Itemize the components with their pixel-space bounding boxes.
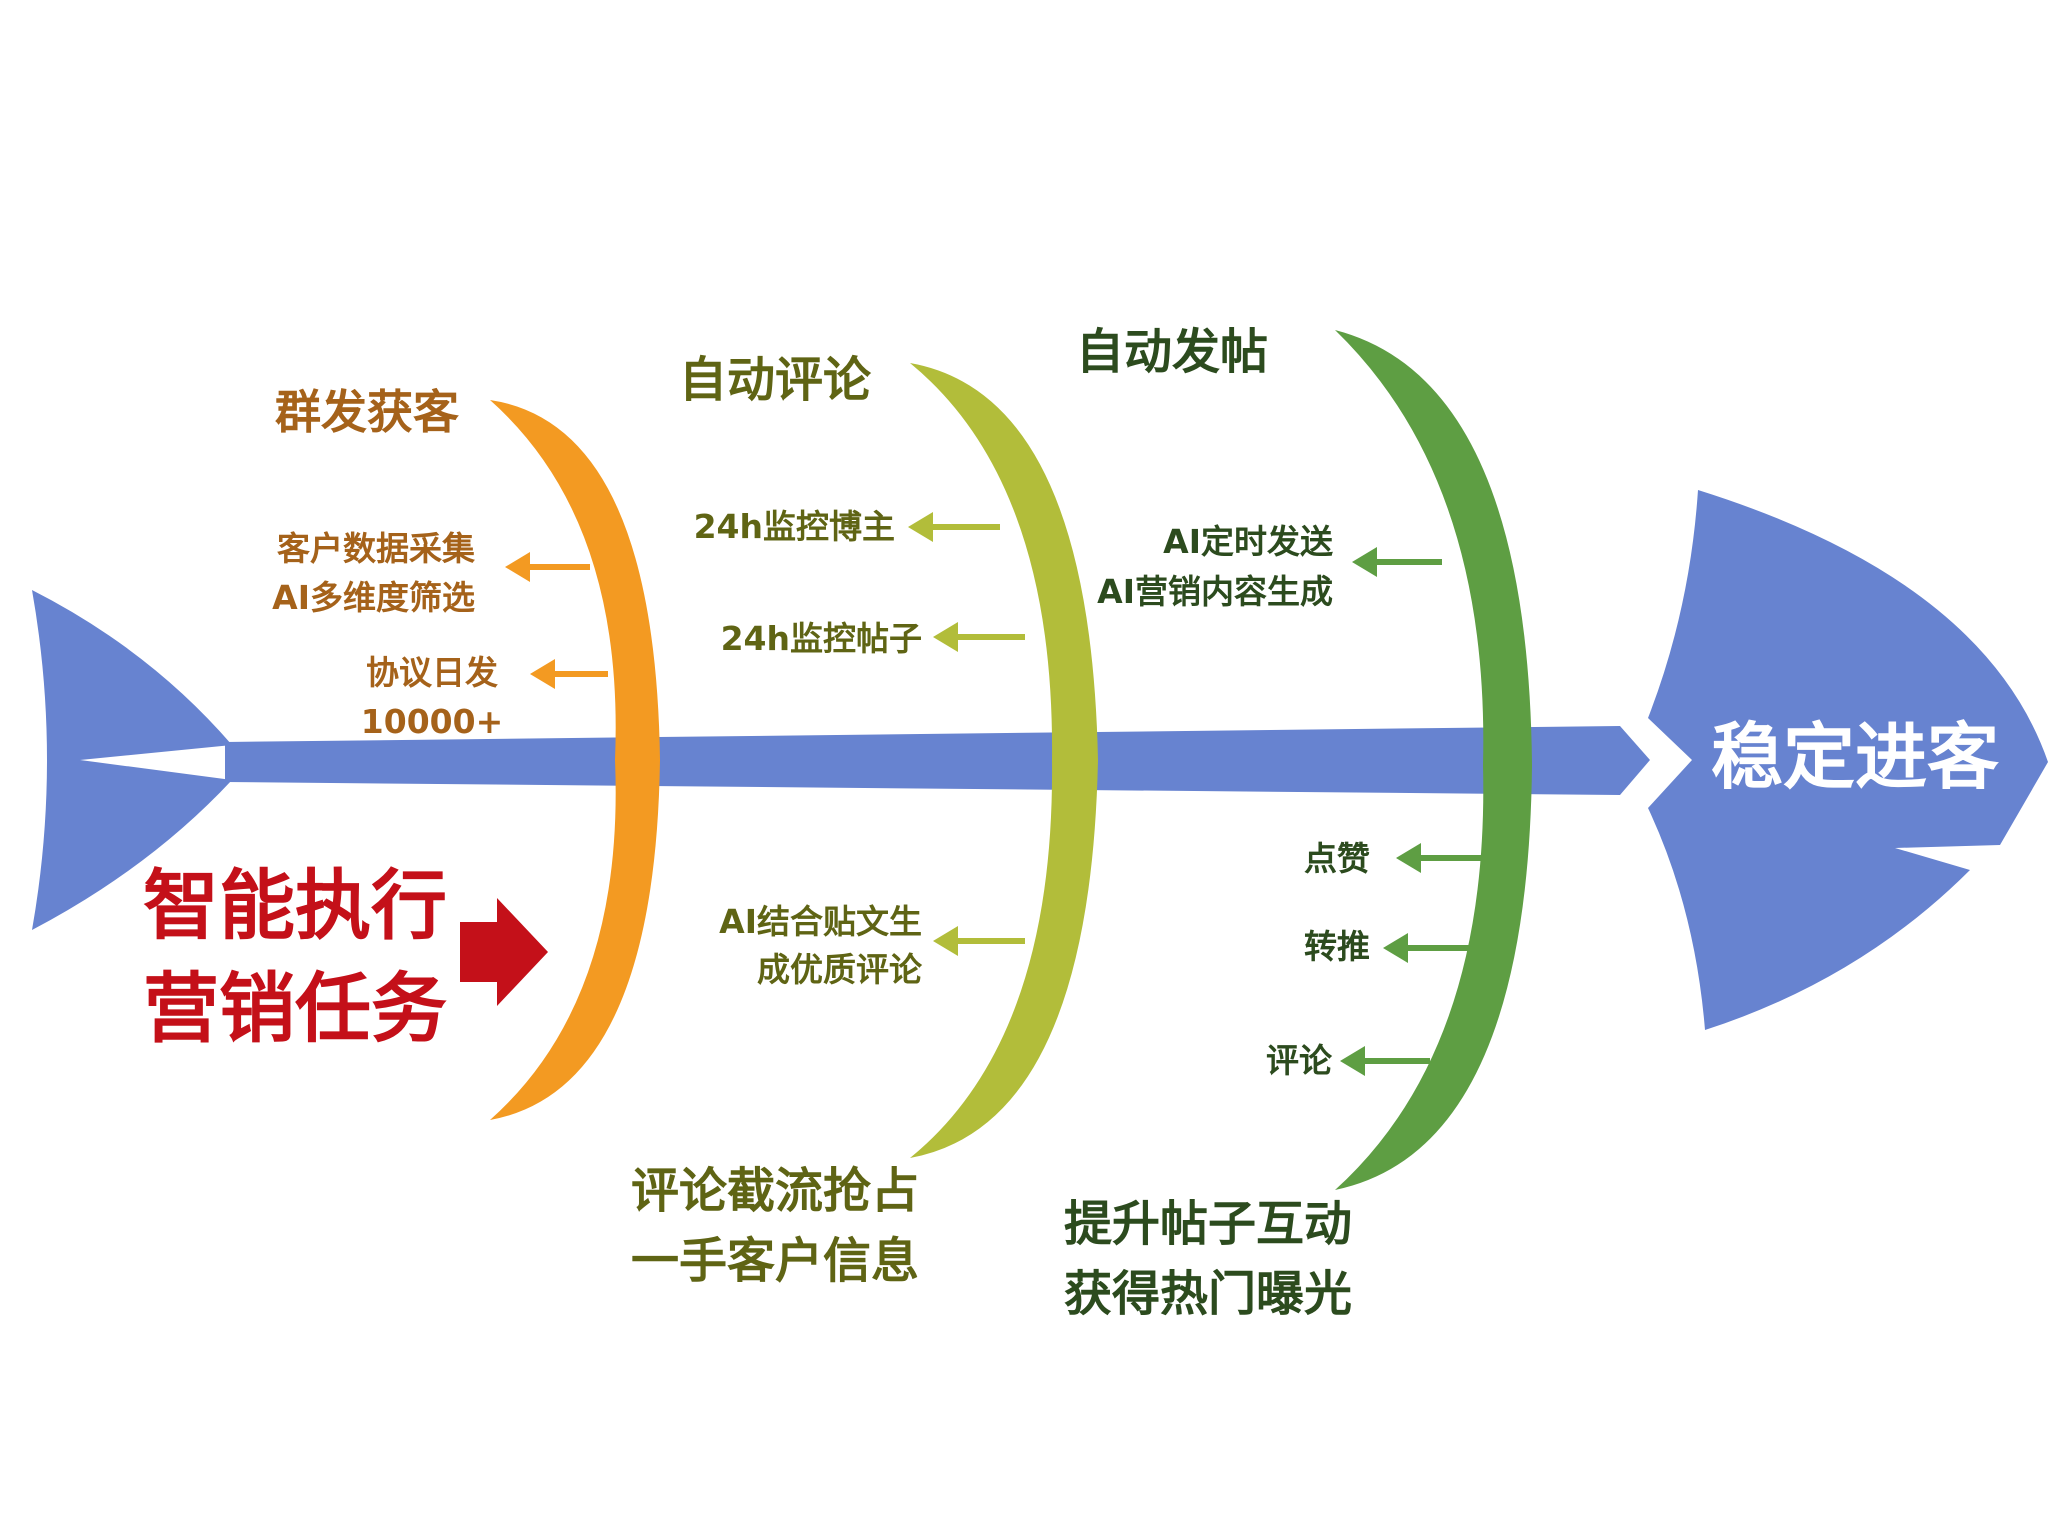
bone1-title: 群发获客	[275, 385, 459, 439]
bone1-item2-line1: 协议日发	[366, 653, 498, 692]
head-label: 稳定进客	[1711, 715, 1999, 799]
task-label-line2: 营销任务	[143, 964, 447, 1053]
bone3-item1-line1: AI定时发送	[1163, 522, 1333, 561]
fish-spine	[225, 726, 1650, 795]
rib-bone-2	[910, 363, 1098, 1158]
rib-bone-1	[490, 400, 660, 1120]
bone2-bottom-line1: 评论截流抢占	[631, 1163, 919, 1219]
fish-head	[1648, 490, 2048, 1030]
bone3-title: 自动发帖	[1076, 324, 1268, 380]
task-arrow-icon	[460, 898, 548, 1006]
arrow-bone2-item1	[908, 512, 1000, 542]
rib-bone-3	[1335, 330, 1532, 1190]
bone3-item3-line1: 转推	[1304, 927, 1370, 966]
bone2-item3-line2: 成优质评论	[757, 950, 923, 989]
bone2-title: 自动评论	[679, 352, 872, 408]
arrow-bone3-item3	[1383, 933, 1470, 963]
arrow-bone1-item2	[530, 659, 608, 689]
arrow-bone3-item4	[1340, 1046, 1430, 1076]
bone1-item1-line2: AI多维度筛选	[272, 578, 475, 617]
bone3-item1-line2: AI营销内容生成	[1097, 572, 1333, 611]
arrow-bone2-item2	[933, 622, 1025, 652]
bone1-item2-line2: 10000+	[361, 702, 503, 741]
bone2-item2-line1: 24h监控帖子	[721, 619, 922, 658]
arrow-bone2-item3	[933, 926, 1025, 956]
bone3-bottom-line2: 获得热门曝光	[1064, 1266, 1352, 1322]
bone1-item1-line1: 客户数据采集	[277, 529, 475, 568]
arrow-bone3-item2	[1396, 843, 1482, 873]
bone2-bottom-line2: 一手客户信息	[631, 1233, 919, 1289]
task-label-line1: 智能执行	[143, 861, 447, 950]
bone3-item4-line1: 评论	[1266, 1041, 1333, 1080]
bone2-item1-line1: 24h监控博主	[694, 507, 895, 546]
bone3-bottom-line1: 提升帖子互动	[1064, 1196, 1352, 1252]
bone2-item3-line1: AI结合贴文生	[719, 902, 922, 941]
arrow-bone3-item1	[1352, 547, 1442, 577]
bone3-item2-line1: 点赞	[1304, 839, 1370, 878]
arrow-bone1-item1	[505, 552, 590, 582]
fish-tail	[32, 590, 232, 930]
